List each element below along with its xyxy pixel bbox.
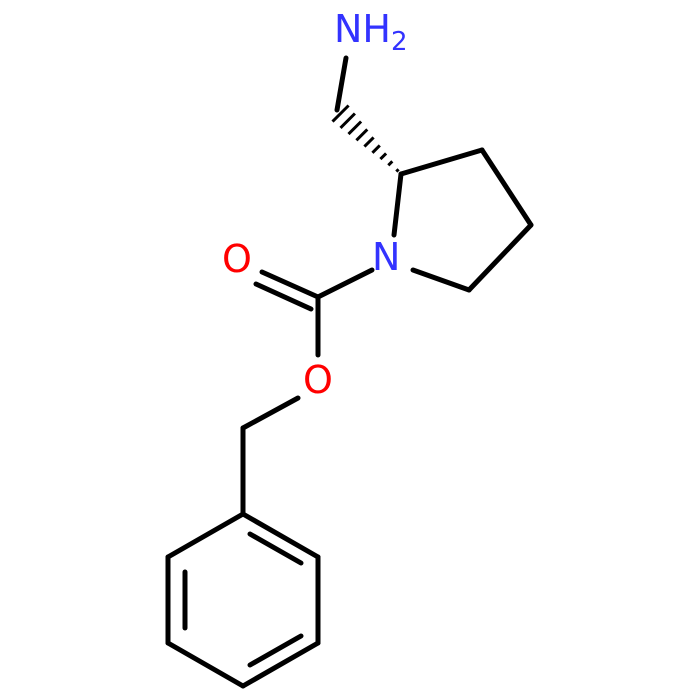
atom-label-amine: NH2: [334, 7, 408, 57]
hash-line: [387, 160, 394, 167]
bond-carbonyl-oxygen-outer: [259, 269, 321, 300]
hash-line: [363, 136, 375, 148]
hash-line: [371, 144, 381, 154]
atom-label-carbonyl-oxygen: O: [222, 237, 252, 281]
bond-ester-o-ch2: [240, 395, 301, 431]
atom-label-ring-nitrogen: N: [372, 235, 400, 279]
bond-n-c2: [391, 171, 404, 238]
bond-ch2-nh2: [334, 55, 349, 113]
bond-c2-c3: [398, 147, 485, 177]
benzene-bond-3: [240, 640, 321, 689]
hash-line: [331, 104, 350, 123]
benzene-double-bond-a: [247, 531, 304, 566]
atom-label-ester-oxygen: O: [303, 358, 333, 402]
benzene-double-bond-b: [247, 633, 304, 668]
hash-line: [395, 168, 400, 173]
benzene-bond-6: [165, 511, 246, 560]
hash-line: [355, 128, 369, 142]
bond-carbonyl-oxygen-inner: [253, 281, 314, 312]
hashed-wedge-bond: [331, 104, 400, 173]
bond-n-carbonyl: [315, 267, 375, 300]
hash-line: [339, 112, 356, 129]
benzene-bond-4: [165, 640, 246, 689]
bond-c5-n: [410, 267, 472, 293]
bond-c3-c4: [479, 147, 534, 228]
benzene-bond-1: [240, 511, 321, 560]
bond-c4-c5: [466, 222, 534, 293]
hash-line: [347, 120, 363, 136]
hash-line: [379, 152, 388, 161]
